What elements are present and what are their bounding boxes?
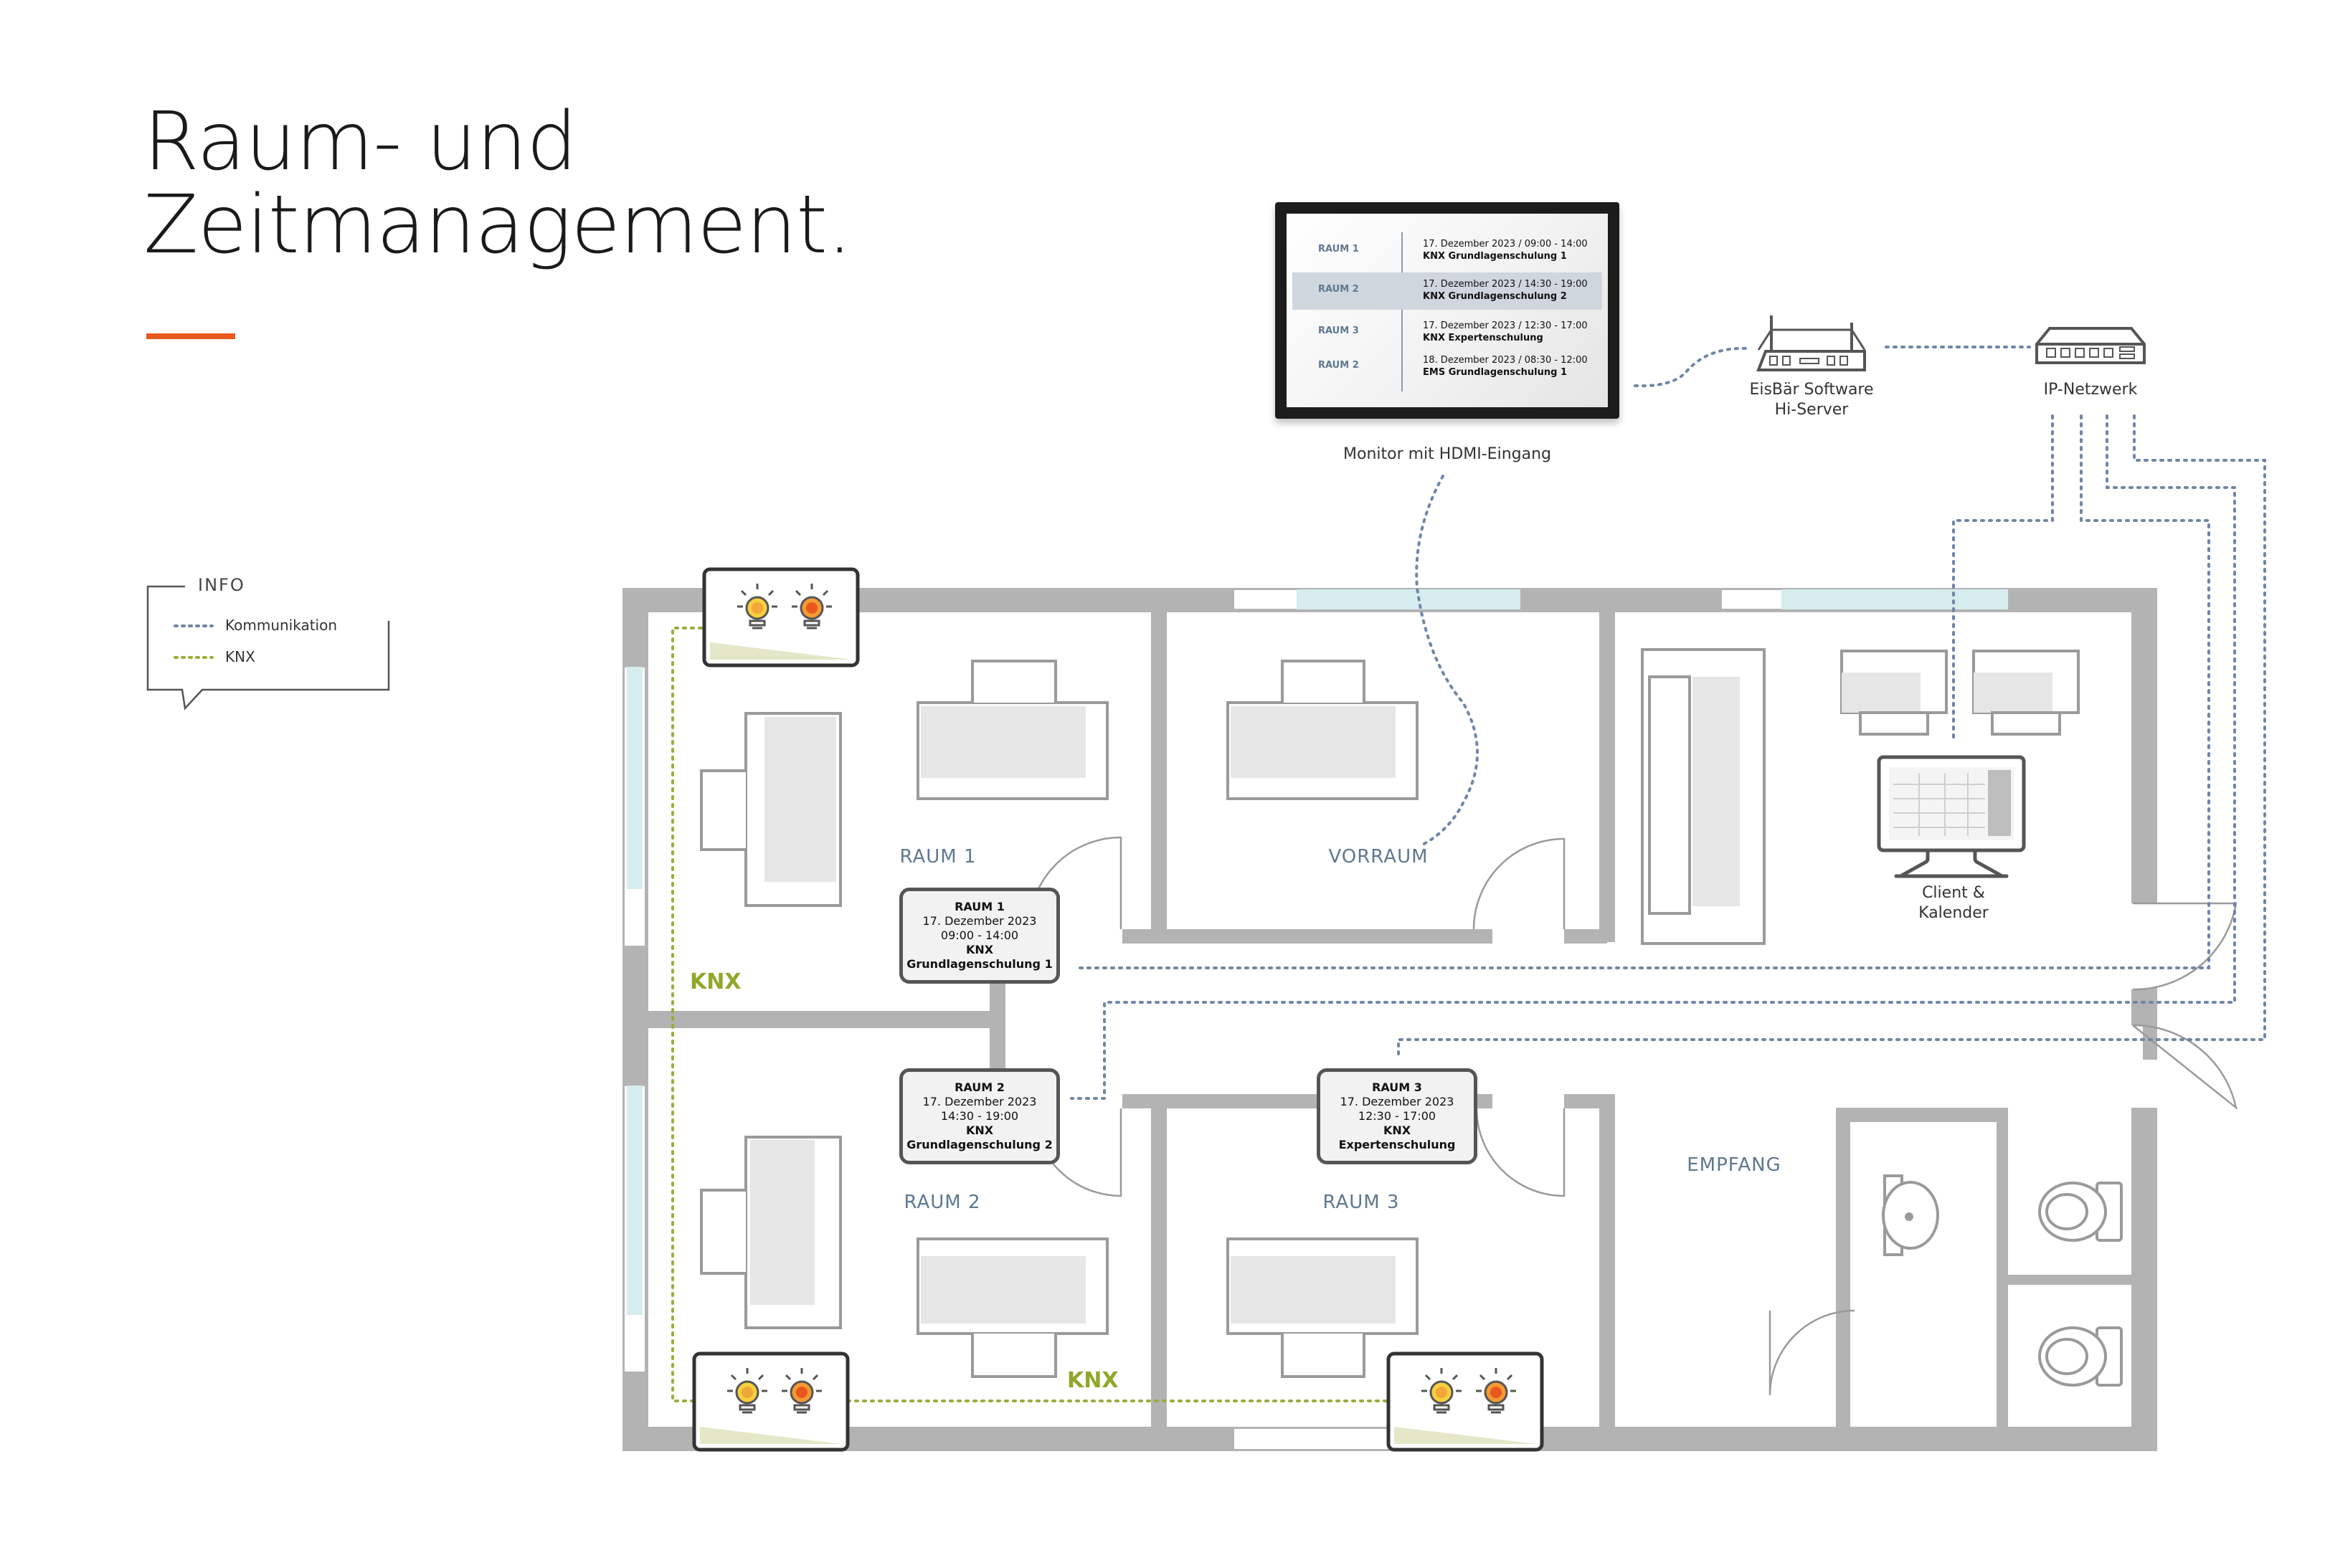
raum2-furniture: [700, 1136, 1109, 1378]
network-switch-icon: [2035, 327, 2146, 364]
knx-label-bottom: KNX: [1067, 1368, 1119, 1393]
schedule-row: RAUM 2 18. Dezember 2023 / 08:30 - 12:00…: [1287, 348, 1608, 386]
server-label-line-1: EisBär Software: [1749, 381, 1874, 399]
panel-event: Grundlagenschulung 1: [906, 957, 1053, 971]
panel-room: RAUM 1: [955, 900, 1005, 913]
client-label-line-2: Kalender: [1918, 904, 1989, 922]
schedule-event: EMS Grundlagenschulung 1: [1423, 367, 1568, 378]
panel-event: Grundlagenschulung 2: [906, 1138, 1053, 1151]
legend-heading: INFO: [194, 575, 250, 595]
panel-time: 09:00 - 14:00: [940, 928, 1019, 942]
communication-lines: [1070, 346, 2266, 1100]
schedule-room: RAUM 3: [1318, 326, 1359, 336]
monitor-label: Monitor mit HDMI-Eingang: [1343, 445, 1551, 463]
schedule-row: RAUM 3 17. Dezember 2023 / 12:30 - 17:00…: [1287, 314, 1608, 351]
panel-date: 17. Dezember 2023: [922, 1095, 1037, 1108]
room-panel-raum3: RAUM 3 17. Dezember 2023 12:30 - 17:00 K…: [1317, 1068, 1477, 1164]
page-title: Raum- und Zeitmanagement.: [143, 95, 853, 272]
client-label-line-1: Client &: [1922, 884, 1985, 902]
room-label-raum2: RAUM 2: [904, 1192, 981, 1213]
title-accent-bar: [146, 333, 235, 339]
schedule-datetime: 18. Dezember 2023 / 08:30 - 12:00: [1423, 355, 1588, 366]
windows: [623, 589, 2009, 1450]
schedule-datetime: 17. Dezember 2023 / 09:00 - 14:00: [1423, 239, 1588, 250]
room-label-raum1: RAUM 1: [899, 846, 977, 868]
room-label-vorraum: VORRAUM: [1328, 846, 1429, 868]
server-label: EisBär Software Hi-Server: [1749, 380, 1873, 420]
panel-event: Expertenschulung: [1338, 1138, 1456, 1151]
schedule-event: KNX Grundlagenschulung 1: [1423, 251, 1567, 262]
panel-tag: KNX: [965, 1123, 994, 1137]
bathroom-fixtures: [1882, 1174, 2123, 1387]
panel-tag: KNX: [1383, 1123, 1411, 1137]
client-computer-icon: [1877, 755, 2026, 878]
client-room-furniture: [1641, 648, 2080, 945]
knx-label-left: KNX: [690, 969, 742, 994]
toilet-icon: [2038, 1182, 2123, 1242]
schedule-row: RAUM 1 17. Dezember 2023 / 09:00 - 14:00…: [1287, 232, 1608, 270]
sink-icon: [1882, 1174, 1939, 1256]
network-label: IP-Netzwerk: [2043, 381, 2138, 399]
schedule-divider: [1401, 232, 1403, 391]
panel-room: RAUM 2: [955, 1080, 1005, 1094]
room-panel-raum2: RAUM 2 17. Dezember 2023 14:30 - 19:00 K…: [899, 1068, 1060, 1164]
room-label-raum3: RAUM 3: [1322, 1192, 1400, 1213]
schedule-event: KNX Expertenschulung: [1423, 333, 1543, 343]
title-line-1: Raum- und: [143, 95, 577, 189]
schedule-datetime: 17. Dezember 2023 / 14:30 - 19:00: [1423, 279, 1588, 290]
raum1-furniture: [700, 660, 1109, 907]
panel-room: RAUM 3: [1372, 1080, 1422, 1094]
light-switch-panel: [692, 1351, 850, 1452]
schedule-room: RAUM 1: [1318, 244, 1359, 255]
raum3-furniture: [1226, 1237, 1419, 1378]
light-switch-panel: [1386, 1351, 1544, 1452]
server-label-line-2: Hi-Server: [1774, 401, 1849, 419]
legend-label-communication: Kommunikation: [225, 617, 338, 634]
panel-tag: KNX: [965, 943, 994, 956]
toilet-icon: [2038, 1326, 2123, 1387]
server-icon: [1756, 315, 1866, 371]
vorraum-furniture: [1226, 660, 1419, 800]
schedule-datetime: 17. Dezember 2023 / 12:30 - 17:00: [1423, 320, 1588, 331]
room-label-empfang: EMPFANG: [1687, 1154, 1781, 1176]
panel-time: 14:30 - 19:00: [940, 1109, 1019, 1123]
panel-date: 17. Dezember 2023: [922, 914, 1037, 928]
light-switch-panel: [702, 567, 860, 667]
title-line-2: Zeitmanagement.: [143, 179, 853, 272]
monitor-display: RAUM 1 17. Dezember 2023 / 09:00 - 14:00…: [1275, 202, 1619, 419]
schedule-event: KNX Grundlagenschulung 2: [1423, 291, 1567, 302]
legend-box: [146, 585, 390, 711]
schedule-room: RAUM 2: [1318, 360, 1359, 371]
schedule-row-highlighted: RAUM 2 17. Dezember 2023 / 14:30 - 19:00…: [1292, 272, 1602, 310]
knx-lines: [671, 627, 1390, 1402]
panel-time: 12:30 - 17:00: [1358, 1109, 1436, 1123]
monitor-screen: RAUM 1 17. Dezember 2023 / 09:00 - 14:00…: [1287, 214, 1608, 407]
schedule-room: RAUM 2: [1318, 284, 1359, 295]
client-label: Client & Kalender: [1918, 883, 1989, 923]
doors: [1028, 836, 2238, 1396]
legend-label-knx: KNX: [225, 648, 255, 665]
panel-date: 17. Dezember 2023: [1340, 1095, 1454, 1108]
room-panel-raum1: RAUM 1 17. Dezember 2023 09:00 - 14:00 K…: [899, 888, 1060, 984]
